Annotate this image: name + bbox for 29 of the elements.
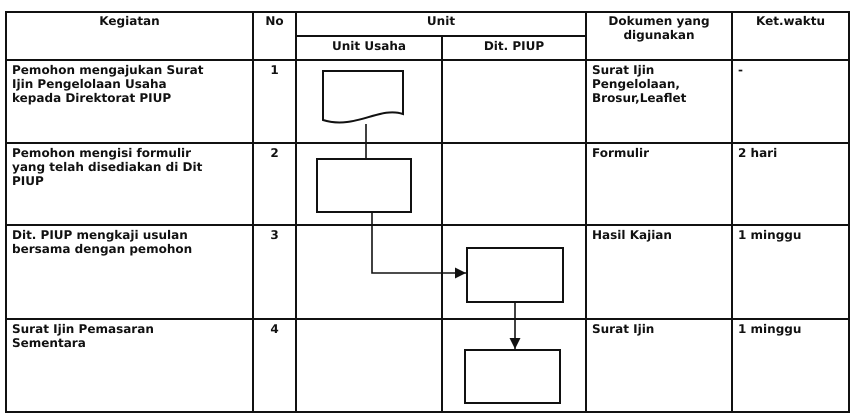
table-cell-text: Dit. PIUP bbox=[482, 38, 546, 55]
table-cell-text: 1 minggu bbox=[737, 321, 802, 338]
connector-arrow bbox=[509, 303, 521, 349]
table-cell-text: No bbox=[264, 13, 285, 30]
table-cell-text: Ket.waktu bbox=[755, 13, 826, 30]
connector-line bbox=[365, 124, 367, 158]
table-cell-text: Pemohon mengajukan Surat Ijin Pengelolaan Usaha kepada Direktorat PIUP bbox=[11, 62, 204, 107]
process-box bbox=[316, 158, 412, 213]
table-cell-text: Surat Ijin Pengelolaan, Brosur,Leaflet bbox=[591, 62, 688, 107]
table-cell-text: 2 bbox=[269, 145, 280, 162]
connector-arrow bbox=[371, 213, 466, 279]
table-cell-text: Formulir bbox=[591, 145, 650, 162]
table-cell-text: 4 bbox=[269, 321, 280, 338]
table-cell-text: 1 bbox=[269, 62, 280, 79]
table-cell-text: Kegiatan bbox=[98, 13, 161, 30]
table-cell-text: Dit. PIUP mengkaji usulan bersama dengan pemohon bbox=[11, 227, 194, 258]
process-box bbox=[466, 247, 564, 303]
table-cell-text: Unit Usaha bbox=[331, 38, 407, 55]
process-box bbox=[464, 349, 561, 404]
table-cell-text: Dokumen yang digunakan bbox=[607, 13, 711, 44]
table-cell-text: Hasil Kajian bbox=[591, 227, 673, 244]
table-cell-text: - bbox=[737, 62, 744, 79]
table-cell-text: Pemohon mengisi formulir yang telah disediakan di Dit PIUP bbox=[11, 145, 204, 190]
table-cell-text: Surat Ijin bbox=[591, 321, 656, 338]
table-cell-text: 2 hari bbox=[737, 145, 778, 162]
table-cell-text: 3 bbox=[269, 227, 280, 244]
table-cell-text: 1 minggu bbox=[737, 227, 802, 244]
table-cell-text: Unit bbox=[426, 13, 456, 30]
table-cell-text: Surat Ijin Pemasaran Sementara bbox=[11, 321, 155, 352]
